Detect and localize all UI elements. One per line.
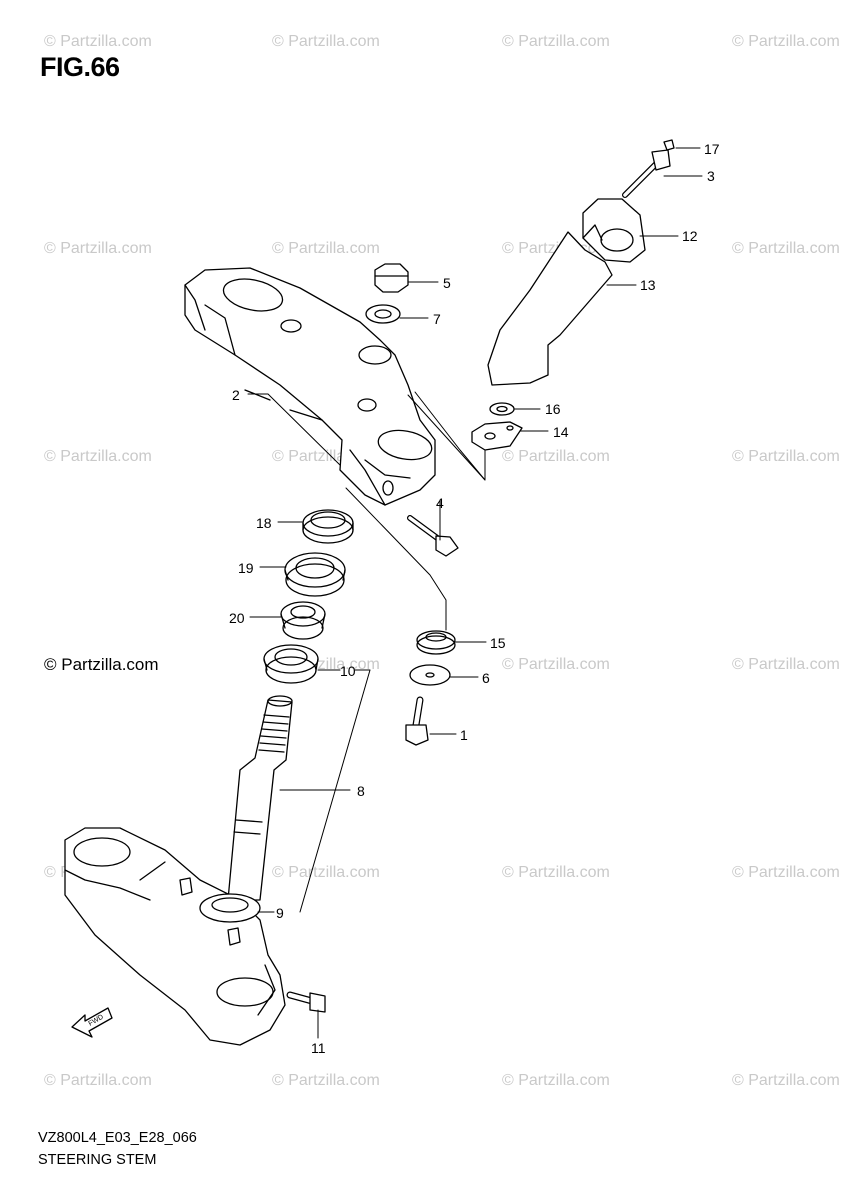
watermark: © Partzilla.com [732,240,840,257]
watermark: © Partzilla.com [272,33,380,50]
lower-bracket [64,827,286,1046]
washer-15 [416,630,456,655]
washer-7 [365,304,401,324]
callout-3: 3 [707,168,715,184]
callout-8: 8 [357,783,365,799]
cap-nut [374,263,409,293]
callout-18: 18 [256,515,272,531]
bolt-4 [407,515,459,557]
callout-6: 6 [482,670,490,686]
bearing-10 [263,644,319,684]
watermark: © Partzilla.com [732,1072,840,1089]
watermark: © Partzilla.com [44,33,152,50]
callout-4: 4 [436,495,444,511]
figure-code: VZ800L4_E03_E28_066 [38,1130,197,1146]
watermark: © Partzilla.com [732,656,840,673]
callout-17: 17 [704,141,720,157]
watermark: © Partzilla.com [732,448,840,465]
washer-6 [409,664,451,686]
callout-12: 12 [682,228,698,244]
watermark: © Partzilla.com [502,33,610,50]
callout-9: 9 [276,905,284,921]
watermark: © Partzilla.com [44,240,152,257]
watermark: © Partzilla.com [272,240,380,257]
dust-seal-19 [284,552,346,597]
watermark: © Partzilla.com [732,864,840,881]
watermark: © Partzilla.com [44,1072,152,1089]
upper-bracket [184,267,436,506]
washer-7-hole [374,309,392,319]
figure-name: STEERING STEM [38,1152,157,1168]
watermark: © Partzilla.com [502,448,610,465]
callout-14: 14 [553,424,569,440]
watermark: © Partzilla.com [732,33,840,50]
callout-leaders [247,147,703,1039]
lock-nut-18 [302,509,354,544]
steering-stem-shaft [227,695,293,901]
callout-1: 1 [460,727,468,743]
watermark: © Partzilla.com [502,1072,610,1089]
bolt-11 [286,991,326,1013]
callout-19: 19 [238,560,254,576]
watermark: © Partzilla.com [502,864,610,881]
callout-20: 20 [229,610,245,626]
callout-11: 11 [311,1040,326,1056]
callout-10: 10 [340,663,356,679]
handlebar-holder [582,198,646,263]
cover [487,231,613,386]
copyright-notice: © Partzilla.com [44,655,159,674]
bolt-3 [622,139,675,198]
bearing-20 [280,601,326,640]
bolt-1 [405,696,429,746]
callout-15: 15 [490,635,506,651]
callout-16: 16 [545,401,561,417]
callout-2: 2 [232,387,240,403]
watermark: © Partzilla.com [272,1072,380,1089]
figure-title: FIG.66 [40,52,120,82]
callout-7: 7 [433,311,441,327]
watermark: © Partzilla.com [502,656,610,673]
watermark: © Partzilla.com [44,448,152,465]
washer-16-hole [496,405,508,413]
plate-14 [471,421,523,451]
watermark: © Partzilla.com [272,864,380,881]
washer-16 [489,402,515,416]
callout-5: 5 [443,275,451,291]
forward-arrow-icon: FWD [71,1007,113,1038]
callout-13: 13 [640,277,656,293]
